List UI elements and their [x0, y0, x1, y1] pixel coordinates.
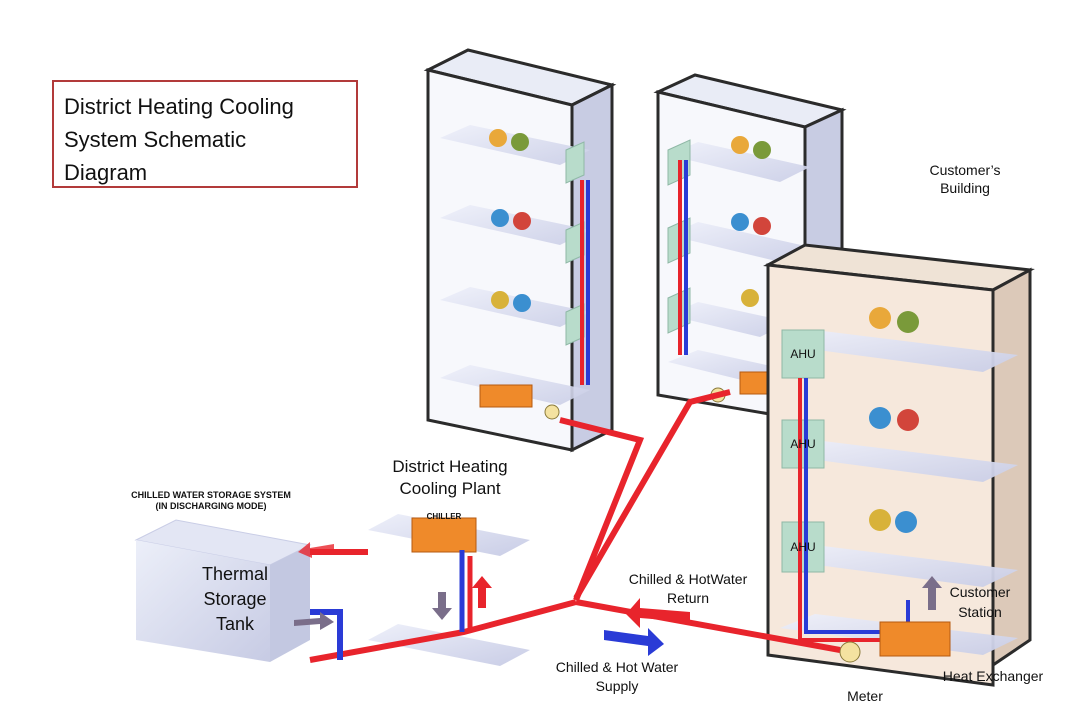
tank-label-line-3: Tank — [215, 614, 255, 634]
ahu-label-2: AHU — [790, 437, 816, 451]
supply-arrow-icon — [604, 628, 664, 656]
tank-label: Thermal Storage Tank — [180, 562, 290, 637]
return-label-line-1: Chilled & HotWater — [628, 571, 748, 587]
meter-icon — [839, 641, 861, 663]
district-plant — [368, 514, 530, 666]
customer-station-arrow-icon — [922, 576, 942, 610]
customer-building-label: Customer’s Building — [910, 162, 1020, 197]
customer-station-label: Customer Station — [940, 582, 1020, 622]
return-label: Chilled & HotWater Return — [608, 570, 768, 608]
pipe-to-building-left-hot — [559, 417, 645, 602]
pipe-to-building-middle-hot — [573, 389, 731, 600]
return-arrow-icon — [626, 598, 690, 628]
plant-up-arrow-icon — [472, 576, 492, 608]
diagram-title-line-2: System Schematic — [64, 127, 247, 152]
chiller-label: CHILLER — [426, 512, 462, 521]
storage-system-label-line-1: CHILLED WATER STORAGE SYSTEM — [131, 490, 291, 500]
tank-label-line-1: Thermal — [201, 564, 268, 584]
thermal-storage-tank — [134, 519, 312, 662]
customer-building — [763, 243, 1035, 687]
ahu-label-1: AHU — [790, 347, 816, 361]
tank-in-arrow-icon — [298, 542, 334, 558]
tank-label-line-2: Storage — [203, 589, 267, 609]
heat-exchanger-unit — [879, 621, 951, 657]
ahu-label-3: AHU — [790, 540, 816, 554]
plant-label: District Heating Cooling Plant — [360, 456, 540, 500]
occupants-icon — [489, 129, 531, 312]
ahu-unit-1 — [781, 329, 825, 379]
plant-label-line-2: Cooling Plant — [399, 479, 501, 498]
storage-system-label: CHILLED WATER STORAGE SYSTEM (IN DISCHAR… — [96, 490, 326, 512]
diagram-title-box: District Heating Cooling System Schemati… — [52, 80, 358, 188]
chiller-unit — [411, 517, 477, 553]
supply-label-line-2: Supply — [595, 678, 639, 694]
customer-station-label-line-1: Customer — [949, 584, 1011, 600]
building-left-meter-icon — [544, 404, 560, 420]
supply-label: Chilled & Hot Water Supply — [522, 658, 712, 696]
ahu-unit-3 — [781, 521, 825, 573]
supply-label-line-1: Chilled & Hot Water — [555, 659, 679, 675]
customer-building-label-line-2: Building — [940, 179, 990, 196]
customer-station-label-line-2: Station — [958, 604, 1002, 620]
supply-pipe-main — [575, 599, 841, 653]
ahu-unit-2 — [781, 419, 825, 469]
storage-system-label-line-2: (IN DISCHARGING MODE) — [155, 501, 267, 511]
plant-down-arrow-icon — [432, 592, 452, 620]
tank-out-arrow-icon — [294, 612, 334, 630]
heat-exchanger-label: Heat Exchanger — [942, 668, 1044, 684]
ahu-units — [781, 329, 825, 573]
customer-building-label-line-1: Customer’s — [929, 162, 1001, 178]
return-label-line-2: Return — [666, 590, 710, 606]
meter-label: Meter — [847, 688, 883, 704]
building-left — [423, 48, 617, 453]
diagram-title-line-1: District Heating Cooling — [64, 94, 294, 119]
diagram-title-line-3: Diagram — [64, 160, 148, 185]
building-left-heat-exchanger — [479, 384, 533, 408]
building-left-ahu-units — [565, 141, 585, 346]
plant-label-line-1: District Heating — [392, 457, 508, 476]
